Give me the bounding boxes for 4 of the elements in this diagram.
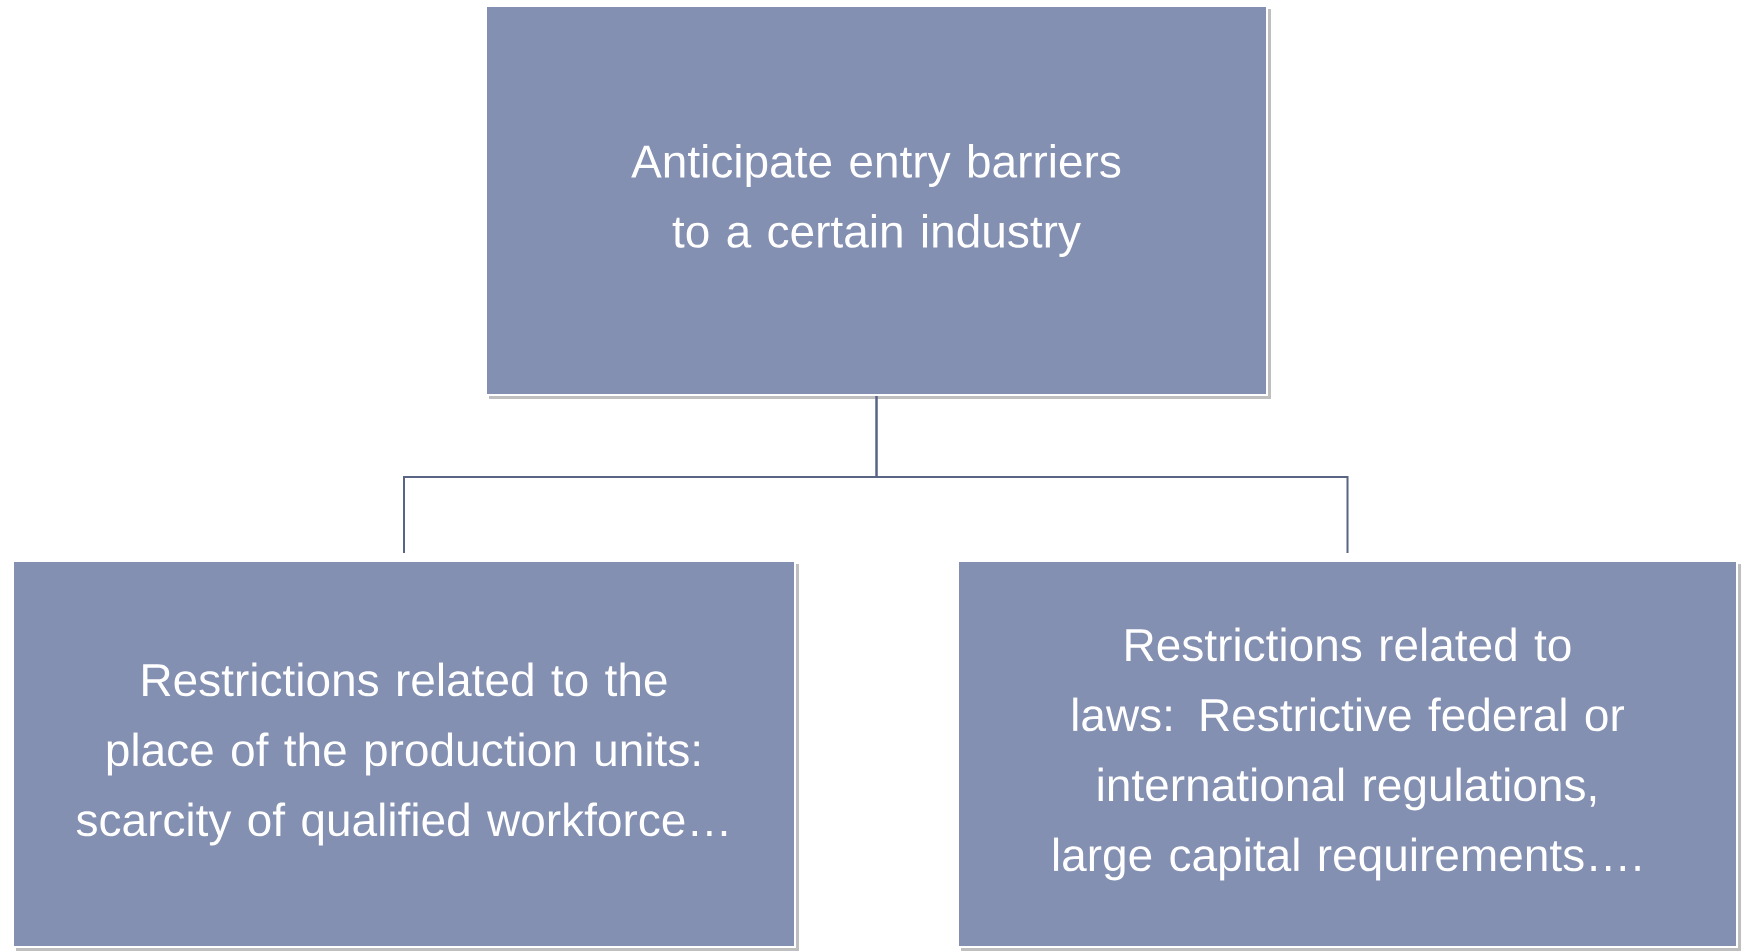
process-box: Restrictions related to laws: Restrictive federal or international regulations, large capital requirements….	[957, 560, 1741, 951]
process-box: Anticipate entry barriers to a certain industry	[485, 5, 1271, 399]
process-box: Restrictions related to the place of the production units: scarcity of qualified workforce…	[12, 560, 799, 951]
connector	[875, 395, 1349, 554]
